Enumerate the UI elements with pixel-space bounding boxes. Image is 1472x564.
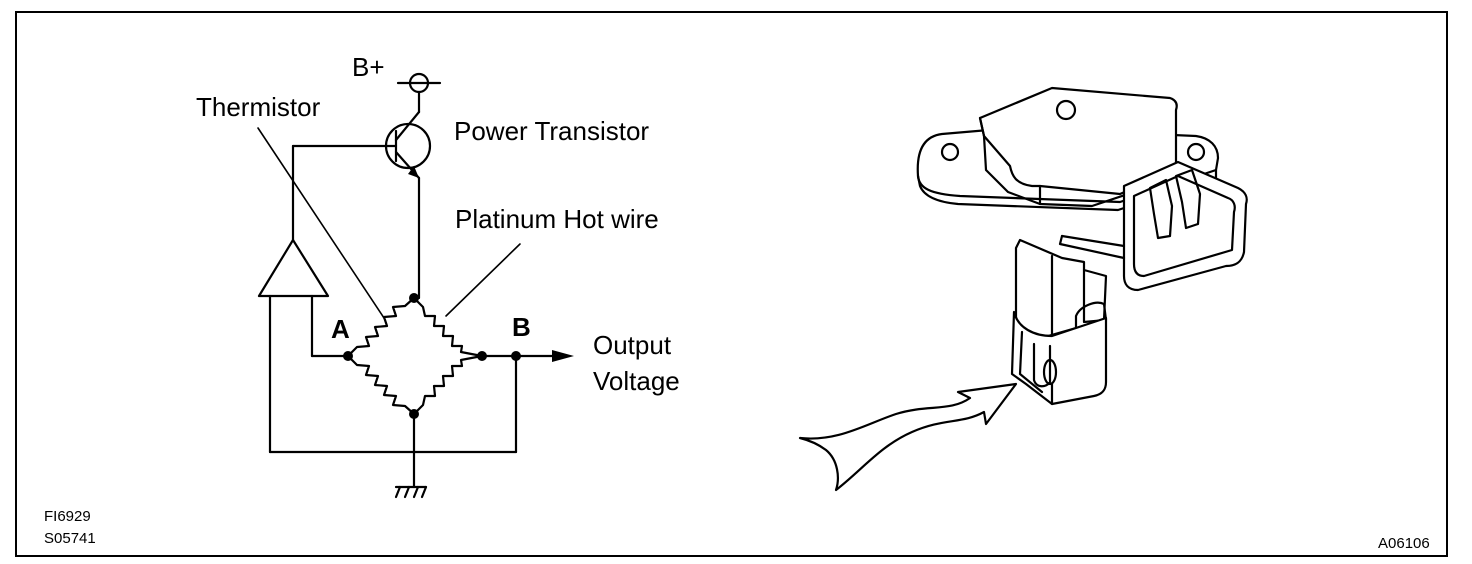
thermistor-resistor [346,296,416,358]
figure-code-fi6929: FI6929 [44,508,91,525]
node-a-label: A [331,314,350,344]
figure-code-s05741: S05741 [44,530,96,547]
thermistor-leader-line [257,127,385,319]
bridge-resistor-right [412,354,484,416]
bridge-resistor-left [346,354,416,416]
b-plus-terminal [396,72,442,114]
hot-wire-leader-line [445,243,521,317]
housing-top-hole [1055,99,1077,121]
power-transistor-label: Power Transistor [454,116,649,146]
figure-code-a06106: A06106 [1378,535,1430,552]
airflow-arrow-icon [798,382,1018,492]
mounting-hole-right [1186,142,1206,162]
ground-icon [394,485,428,499]
power-transistor-symbol [384,110,432,300]
b-plus-label: B+ [352,52,385,82]
sensor-housing [978,86,1178,196]
figure-border [15,11,1448,557]
amplifier-symbol [257,144,518,454]
hot-wire-resistor [412,296,484,358]
sensor-probe [1010,310,1108,406]
probe-air-inlet [1042,358,1058,386]
node-b-label: B [512,312,531,342]
platinum-hot-wire-label: Platinum Hot wire [455,204,659,234]
output-arrow-icon [552,350,574,362]
output-voltage-label-line2: Voltage [593,366,680,396]
circuit-schematic: B+ Thermistor Power Transistor Platinum … [196,52,680,499]
bridge-network [343,293,574,499]
mass-airflow-sensor-illustration [798,86,1248,492]
mounting-hole-left [940,142,960,162]
thermistor-label: Thermistor [196,92,321,122]
output-voltage-label-line1: Output [593,330,672,360]
